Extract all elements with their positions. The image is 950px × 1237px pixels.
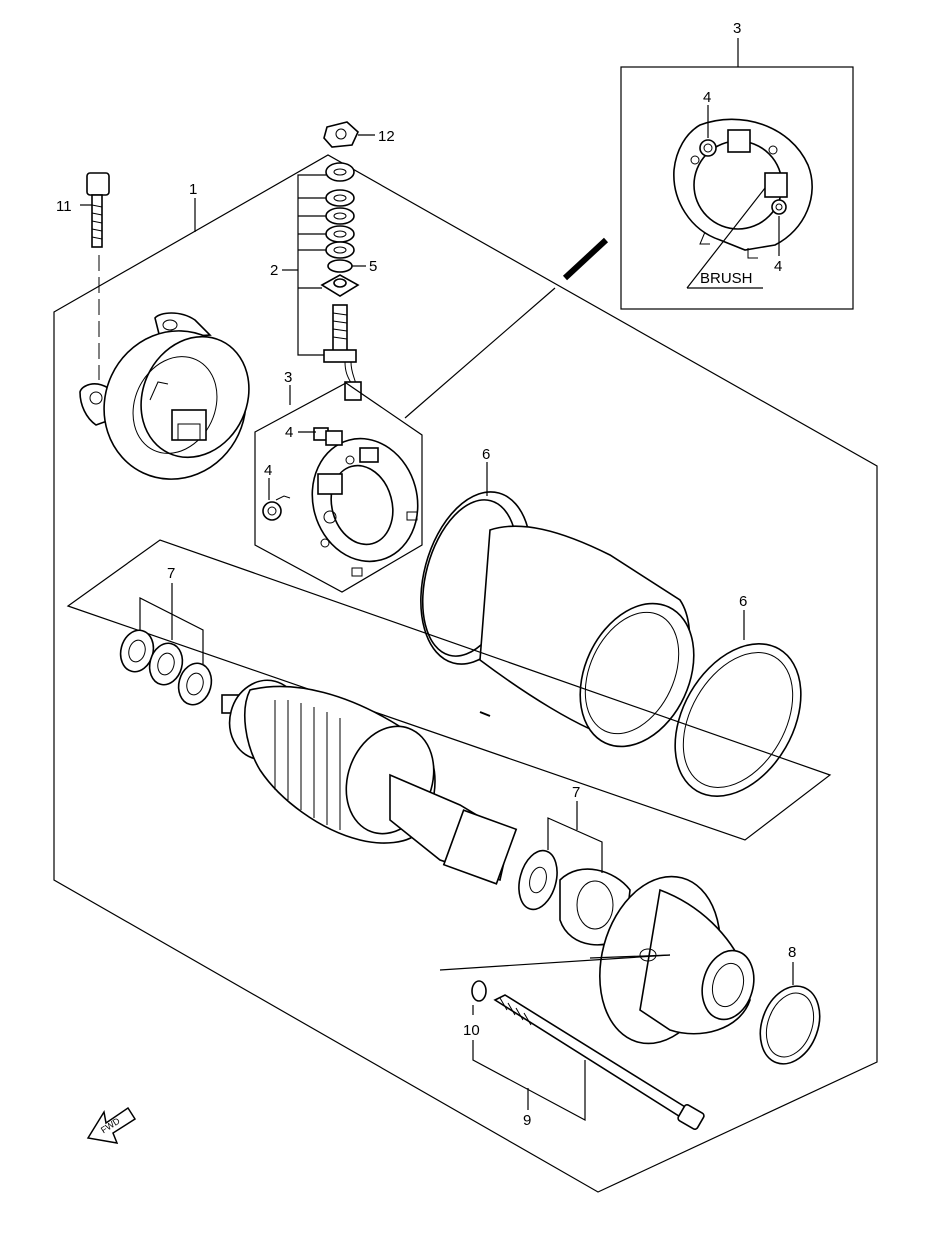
callout-7-left: 7	[167, 565, 175, 582]
callout-5: 5	[369, 258, 377, 275]
brush-part-4-lower	[262, 495, 291, 521]
callout-12: 12	[378, 128, 395, 145]
washer-set-part-7-left	[119, 629, 213, 706]
callout-10: 10	[463, 1022, 480, 1039]
armature	[221, 679, 518, 885]
callout-8: 8	[788, 944, 796, 961]
armature-group-outline	[66, 539, 832, 841]
yoke-housing	[420, 491, 695, 748]
assembly-outline	[53, 154, 878, 1193]
callout-1: 1	[189, 181, 197, 198]
brush-part-4-upper	[313, 427, 343, 446]
callout-4-inset-bottom: 4	[774, 258, 782, 275]
callout-11: 11	[56, 198, 72, 215]
fwd-arrow-icon	[86, 1106, 137, 1144]
rear-end-cover	[79, 312, 250, 480]
nut-part-12	[323, 121, 359, 148]
o-ring-part-10	[471, 980, 487, 1002]
brush-holder-outline	[254, 382, 423, 593]
brush-holder-inset	[620, 66, 854, 310]
callout-6-lower: 6	[739, 593, 747, 610]
callout-4-inset-top: 4	[703, 89, 711, 106]
o-ring-part-6-rear	[674, 643, 802, 797]
callout-4-upper: 4	[285, 424, 293, 441]
callout-7-right: 7	[572, 784, 580, 801]
brush-holder-detail	[673, 118, 813, 259]
callout-3-main: 3	[284, 369, 292, 386]
inset-pointer	[404, 237, 609, 419]
front-bracket	[599, 875, 755, 1045]
brush-holder-part-3	[311, 437, 419, 577]
terminal-washer-stack	[320, 162, 362, 401]
callout-3-inset: 3	[733, 20, 741, 37]
o-ring-part-8	[759, 985, 821, 1065]
callout-2: 2	[270, 262, 278, 279]
bolt-part-11	[86, 172, 110, 248]
callout-4-lower: 4	[264, 462, 272, 479]
callout-9: 9	[523, 1112, 531, 1129]
through-bolt-part-9	[493, 994, 705, 1130]
brush-label: BRUSH	[700, 270, 753, 287]
callout-6-upper: 6	[482, 446, 490, 463]
